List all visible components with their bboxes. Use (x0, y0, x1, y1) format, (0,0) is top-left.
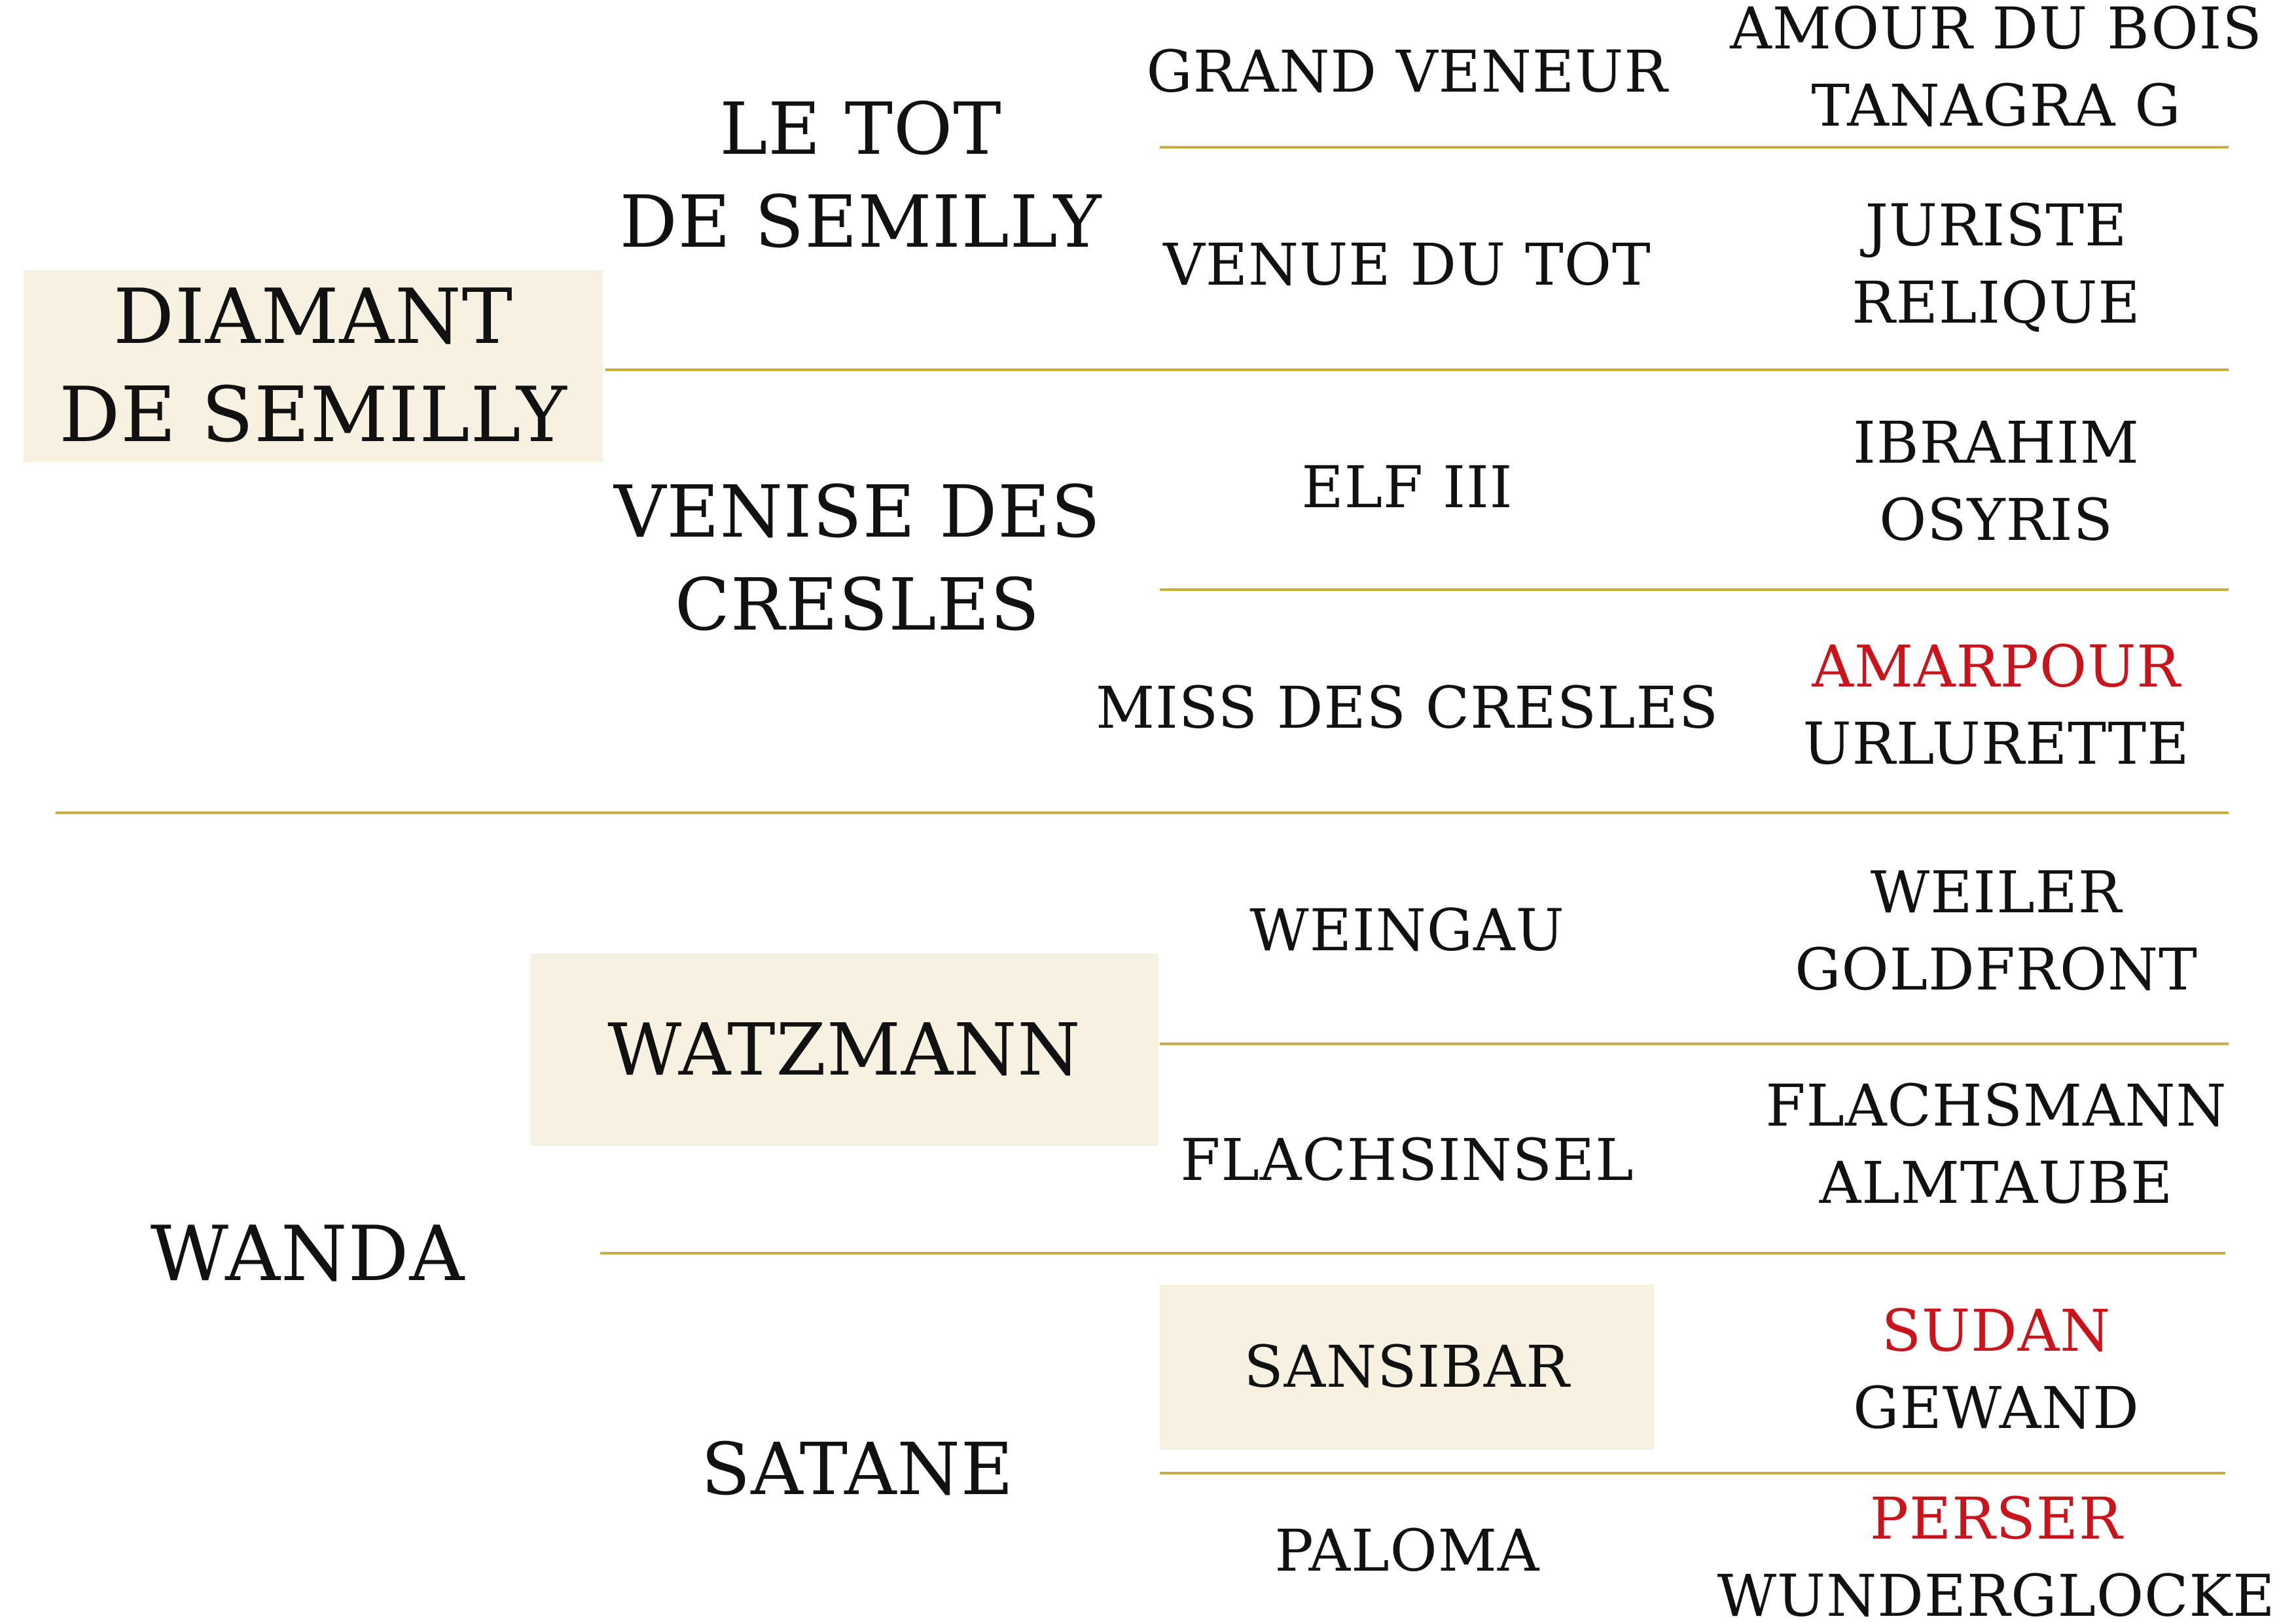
gen3-8-name: PALOMA (1274, 1517, 1540, 1584)
highlight-box-diamant (24, 270, 603, 462)
gen3-2-name: VENUE DU TOT (1163, 231, 1651, 298)
gen4-7-sire: SUDAN (1881, 1297, 2111, 1364)
gen2-sire-dam-line1: VENISE DES (614, 470, 1101, 554)
gen4-5-sire: WEILER (1870, 859, 2123, 926)
gen4-4-dam: URLURETTE (1803, 710, 2190, 777)
gen3-4-name: MISS DES CRESLES (1096, 674, 1719, 741)
gen1-sire: DIAMANT DE SEMILLY (24, 270, 603, 462)
gen4-6: FLACHSMANN ALMTAUBE (1728, 1067, 2265, 1222)
gen4-6-sire: FLACHSMANN (1765, 1072, 2227, 1139)
gen3-8: PALOMA (1132, 1508, 1682, 1594)
gen3-4: MISS DES CRESLES (1096, 666, 1718, 751)
divider-gen3-4 (1160, 1472, 2225, 1474)
gen2-dam-sire-name: WATZMANN (607, 1008, 1081, 1092)
gen2-dam-dam-name: SATANE (700, 1427, 1014, 1511)
gen4-5: WEILER GOLDFRONT (1728, 854, 2265, 1008)
gen2-sire-sire-line2: DE SEMILLY (619, 180, 1102, 264)
gen2-sire-sire-line1: LE TOT (719, 87, 1002, 171)
gen3-5: WEINGAU (1132, 888, 1682, 973)
divider-gen3-2 (1160, 588, 2229, 591)
divider-main (56, 812, 2229, 814)
gen4-2-sire: JURISTE (1865, 192, 2128, 259)
gen1-dam: WANDA (0, 1205, 615, 1304)
divider-dam-gen2 (600, 1252, 2225, 1255)
highlight-box-watzmann (530, 954, 1158, 1146)
gen4-2: JURISTE RELIQUE (1728, 187, 2265, 342)
gen3-6: FLACHSINSEL (1132, 1118, 1682, 1203)
gen2-sire-dam-line2: CRESLES (674, 563, 1041, 647)
gen1-sire-line1: DIAMANT (113, 272, 513, 361)
gen1-sire-line2: DE SEMILLY (59, 370, 567, 459)
highlight-box-sansibar (1160, 1285, 1654, 1450)
gen1-dam-name: WANDA (150, 1210, 465, 1298)
gen4-5-dam: GOLDFRONT (1795, 936, 2198, 1003)
gen4-2-dam: RELIQUE (1852, 269, 2141, 336)
divider-sire-gen2 (605, 368, 2229, 371)
gen3-2: VENUE DU TOT (1132, 223, 1682, 308)
gen3-3: ELF III (1132, 445, 1682, 530)
gen4-7-dam: GEWAND (1853, 1374, 2140, 1442)
gen3-1: GRAND VENEUR (1132, 29, 1682, 115)
gen3-6-name: FLACHSINSEL (1180, 1126, 1634, 1194)
gen2-dam-dam: SATANE (576, 1420, 1139, 1518)
gen3-7: SANSIBAR (1160, 1285, 1654, 1450)
gen4-1-dam: TANAGRA G (1811, 72, 2181, 139)
gen4-1-sire: AMOUR DU BOIS (1730, 0, 2263, 62)
gen4-3: IBRAHIM OSYRIS (1728, 404, 2265, 559)
gen3-3-name: ELF III (1301, 454, 1513, 521)
gen4-3-dam: OSYRIS (1879, 486, 2113, 554)
divider-gen3-3 (1160, 1043, 2229, 1045)
gen3-5-name: WEINGAU (1249, 897, 1565, 964)
gen4-7: SUDAN GEWAND (1728, 1293, 2265, 1447)
gen4-4: AMARPOUR URLURETTE (1728, 628, 2265, 783)
gen4-6-dam: ALMTAUBE (1819, 1149, 2174, 1217)
divider-gen3-1 (1160, 146, 2229, 149)
gen3-1-name: GRAND VENEUR (1146, 38, 1668, 105)
gen2-sire-dam: VENISE DES CRESLES (576, 460, 1139, 656)
gen2-dam-sire: WATZMANN (530, 954, 1158, 1146)
gen4-8: PERSER WUNDERGLOCKE (1717, 1480, 2275, 1623)
gen4-1: AMOUR DU BOIS TANAGRA G (1728, 0, 2265, 145)
gen4-8-sire: PERSER (1869, 1485, 2123, 1552)
gen4-3-sire: IBRAHIM (1853, 409, 2140, 476)
gen3-7-name: SANSIBAR (1244, 1333, 1570, 1400)
gen4-4-sire: AMARPOUR (1812, 633, 2181, 700)
gen2-sire-sire: LE TOT DE SEMILLY (576, 77, 1145, 274)
gen4-8-dam: WUNDERGLOCKE (1717, 1562, 2276, 1623)
